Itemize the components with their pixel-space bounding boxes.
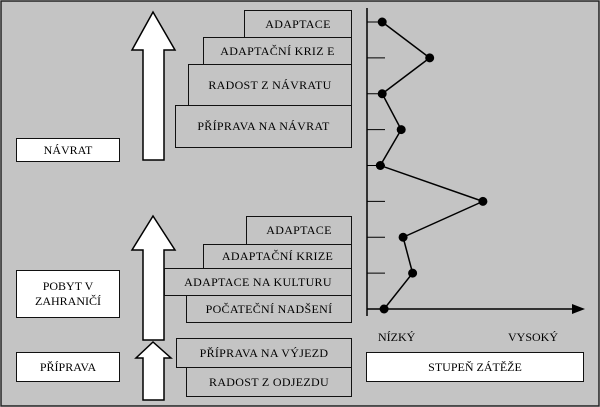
return-stage-adaptation-crisis: ADAPTAČNÍ KRIZ E (203, 37, 352, 65)
phase-return-box: NÁVRAT (16, 138, 120, 162)
stress-high-label: VYSOKÝ (508, 330, 559, 344)
stress-point (375, 161, 385, 170)
stay-arrow (130, 214, 177, 341)
stress-axis-arrowhead (572, 304, 585, 314)
return-stage-prep-for-return: PŘÍPRAVA NA NÁVRAT (175, 105, 352, 148)
stress-point (408, 268, 418, 278)
prep-arrow (134, 340, 173, 401)
return-stage-adaptation: ADAPTACE (244, 10, 352, 38)
stay-stage-adaptation: ADAPTACE (246, 216, 352, 245)
stay-stage-adaptation-crisis: ADAPTAČNÍ KRIZE (203, 244, 352, 269)
stay-stage-cultural-adaptation: ADAPTACE NA KULTURU (164, 268, 352, 296)
stress-point (425, 53, 435, 63)
stress-point (377, 89, 387, 99)
stress-point (377, 17, 387, 27)
stay-stage-initial-excitement: POČATEČNÍ NADŠENÍ (186, 295, 352, 323)
stress-axis-title: STUPEŇ ZÁTĚŽE (366, 352, 584, 382)
phase-stay-box: POBYT V ZAHRANIČÍ (16, 270, 120, 318)
stress-point (398, 232, 408, 242)
prep-stage-joy-of-departure: RADOST Z ODJEZDU (186, 367, 352, 397)
return-arrow (130, 10, 177, 161)
stress-point (396, 125, 406, 135)
prep-stage-prep-for-departure: PŘÍPRAVA NA VÝJEZD (176, 338, 352, 368)
return-stage-joy-of-return: RADOST Z NÁVRATU (188, 64, 352, 106)
stress-point (379, 304, 389, 314)
stress-point (478, 196, 488, 206)
stress-low-label: NÍZKÝ (378, 330, 416, 344)
phase-prep-box: PŘÍPRAVA (16, 352, 120, 382)
